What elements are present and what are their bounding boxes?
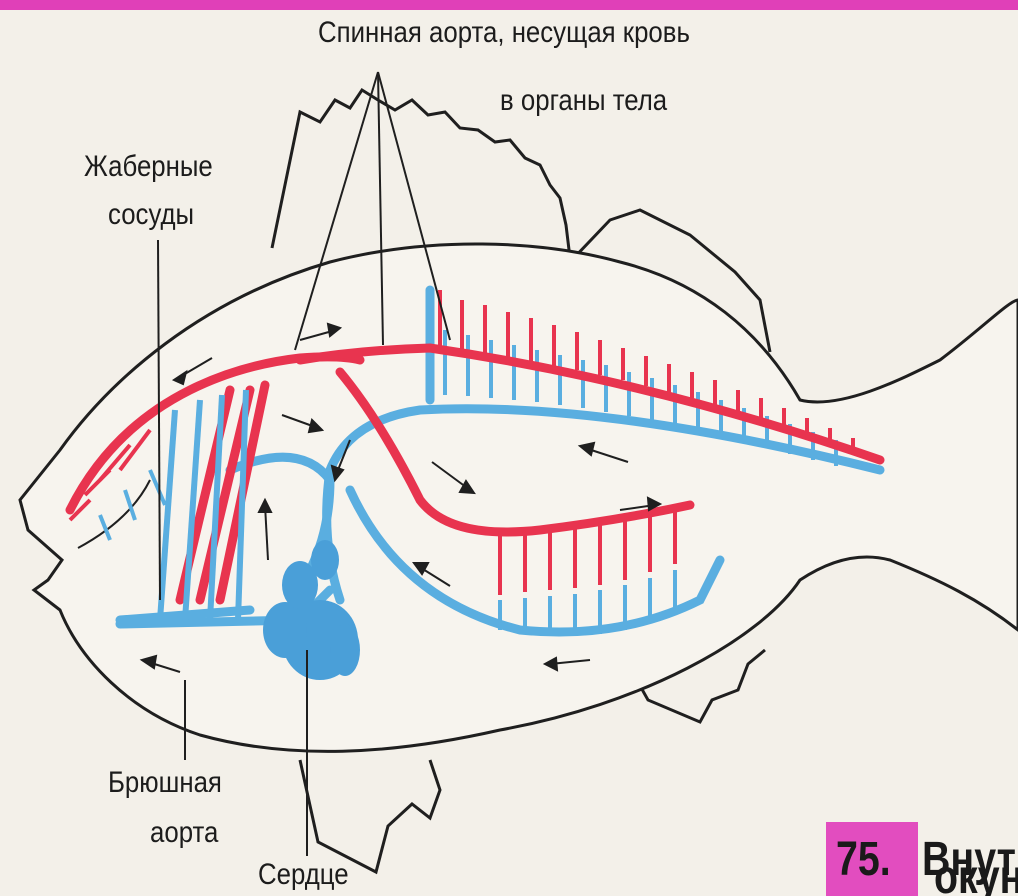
ventral-aorta-label-line2: аорта (150, 816, 218, 850)
gill-vessels-label-line2: сосуды (108, 198, 194, 232)
figure-number: 75. (836, 832, 891, 887)
ventral-aorta-label: Брюшная (108, 766, 222, 800)
gill-vessels-label: Жаберные (84, 150, 213, 184)
heart-label: Сердце (258, 858, 349, 892)
figure-caption-line2: окун (934, 850, 1018, 896)
dorsal-aorta-label-line2: в органы тела (500, 84, 667, 118)
dorsal-aorta-label: Спинная аорта, несущая кровь (318, 16, 690, 50)
pelvic-fin (300, 760, 440, 872)
